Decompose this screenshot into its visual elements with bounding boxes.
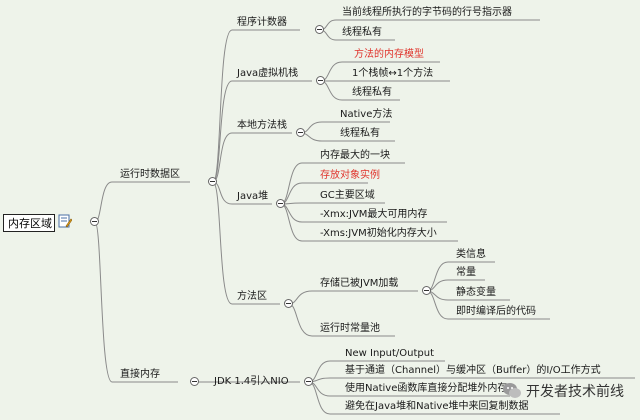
node-direct-memory[interactable]: 直接内存 (120, 369, 160, 380)
collapse-toggle-heap[interactable] (276, 199, 285, 208)
node-java-heap[interactable]: Java堆 (237, 191, 269, 202)
node-loaded-by-jvm[interactable]: 存储已被JVM加载 (320, 278, 399, 289)
collapse-toggle-store[interactable] (422, 286, 431, 295)
watermark-text: 开发者技术前线 (526, 384, 624, 400)
leaf-heap-xms[interactable]: -Xms:JVM初始化内存大小 (320, 228, 437, 239)
leaf-jit-compiled-code[interactable]: 即时编译后的代码 (456, 306, 536, 317)
collapse-toggle-direct[interactable] (190, 377, 199, 386)
collapse-toggle-pc[interactable] (315, 25, 324, 34)
collapse-toggle-nio[interactable] (304, 377, 313, 386)
node-method-area[interactable]: 方法区 (237, 291, 267, 302)
node-jdk14-nio[interactable]: JDK 1.4引入NIO (214, 376, 289, 387)
node-native-method-stack[interactable]: 本地方法栈 (237, 120, 287, 131)
collapse-toggle-native[interactable] (296, 128, 305, 137)
note-edit-icon[interactable] (58, 214, 72, 228)
leaf-pc-thread-private[interactable]: 线程私有 (342, 27, 382, 38)
wechat-logo-icon (503, 383, 521, 398)
node-program-counter[interactable]: 程序计数器 (237, 17, 287, 28)
leaf-nio-avoid-copy[interactable]: 避免在Java堆和Native堆中来回复制数据 (345, 401, 529, 412)
leaf-heap-largest[interactable]: 内存最大的一块 (320, 150, 390, 161)
leaf-class-info[interactable]: 类信息 (456, 249, 486, 260)
leaf-stack-thread-private[interactable]: 线程私有 (352, 87, 392, 98)
leaf-native-thread-private[interactable]: 线程私有 (340, 128, 380, 139)
root-node[interactable]: 内存区域 (3, 214, 55, 232)
leaf-nio-new-io[interactable]: New Input/Output (345, 348, 434, 359)
leaf-heap-gc-area[interactable]: GC主要区域 (320, 190, 375, 201)
leaf-native-method[interactable]: Native方法 (340, 109, 393, 120)
leaf-heap-xmx[interactable]: -Xmx:JVM最大可用内存 (320, 209, 428, 220)
node-runtime-data-area[interactable]: 运行时数据区 (120, 169, 180, 180)
leaf-stack-frame-method[interactable]: 1个栈帧↔1个方法 (352, 68, 434, 79)
leaf-nio-channel-buffer[interactable]: 基于通道（Channel）与缓冲区（Buffer）的I/O工作方式 (345, 365, 601, 376)
leaf-pc-indicator[interactable]: 当前线程所执行的字节码的行号指示器 (342, 7, 512, 18)
watermark: 开发者技术前线 (502, 380, 624, 402)
leaf-static-variables[interactable]: 静态变量 (456, 287, 496, 298)
collapse-toggle-jvmstack[interactable] (316, 76, 325, 85)
node-jvm-stack[interactable]: Java虚拟机栈 (237, 68, 299, 79)
leaf-runtime-constant-pool[interactable]: 运行时常量池 (320, 323, 380, 334)
collapse-toggle-runtime[interactable] (208, 177, 217, 186)
leaf-stack-memory-model[interactable]: 方法的内存模型 (354, 49, 424, 60)
collapse-toggle-root[interactable] (90, 217, 99, 226)
collapse-toggle-method[interactable] (284, 299, 293, 308)
leaf-nio-native-alloc[interactable]: 使用Native函数库直接分配堆外内存 (345, 383, 508, 394)
leaf-heap-object-instances[interactable]: 存放对象实例 (320, 170, 380, 181)
leaf-constants[interactable]: 常量 (456, 267, 476, 278)
